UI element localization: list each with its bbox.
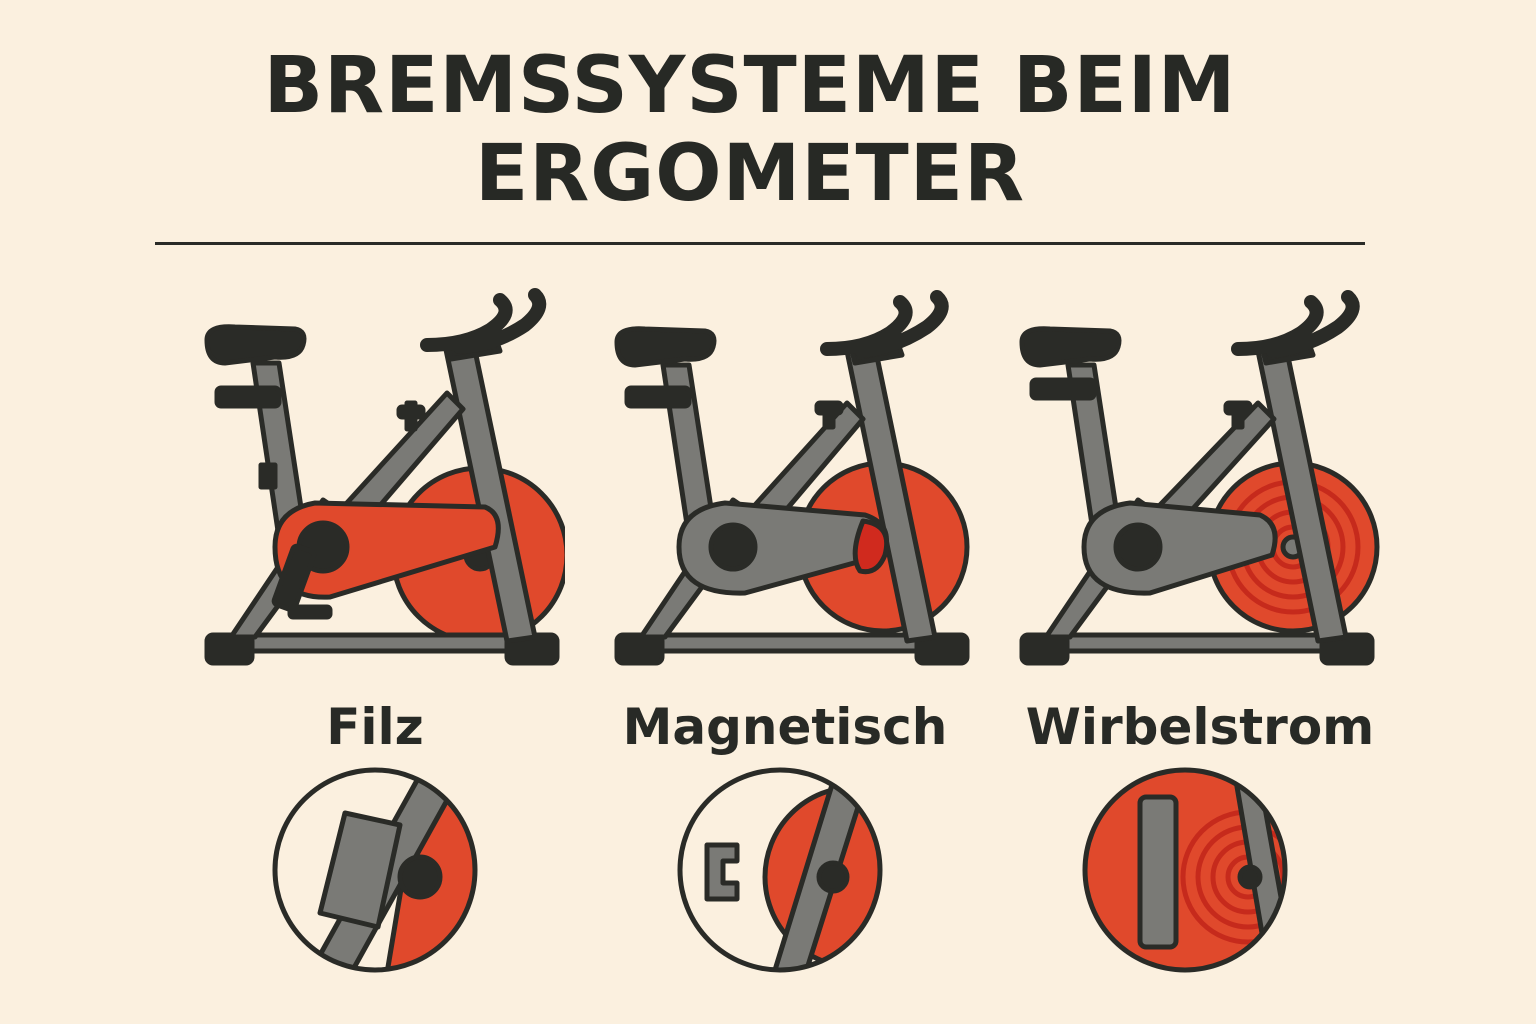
page-title: BREMSSYSTEME BEIM ERGOMETER bbox=[0, 42, 1500, 218]
label-eddy-current: Wirbelstrom bbox=[1025, 698, 1375, 756]
title-divider bbox=[155, 242, 1365, 245]
spin-bike-magnetic-brake-icon bbox=[605, 285, 975, 675]
magnet-brake-detail-icon bbox=[675, 765, 885, 975]
spin-bike-felt-brake-icon bbox=[195, 285, 565, 675]
felt-pad-brake-detail-icon bbox=[270, 765, 480, 975]
eddy-current-brake-detail-icon bbox=[1080, 765, 1290, 975]
label-felt: Filz bbox=[326, 698, 424, 756]
label-magnetic: Magnetisch bbox=[622, 698, 948, 756]
spin-bike-eddy-current-brake-icon bbox=[1010, 285, 1380, 675]
title-line-1: BREMSSYSTEME BEIM bbox=[263, 41, 1237, 131]
title-line-2: ERGOMETER bbox=[474, 129, 1026, 219]
